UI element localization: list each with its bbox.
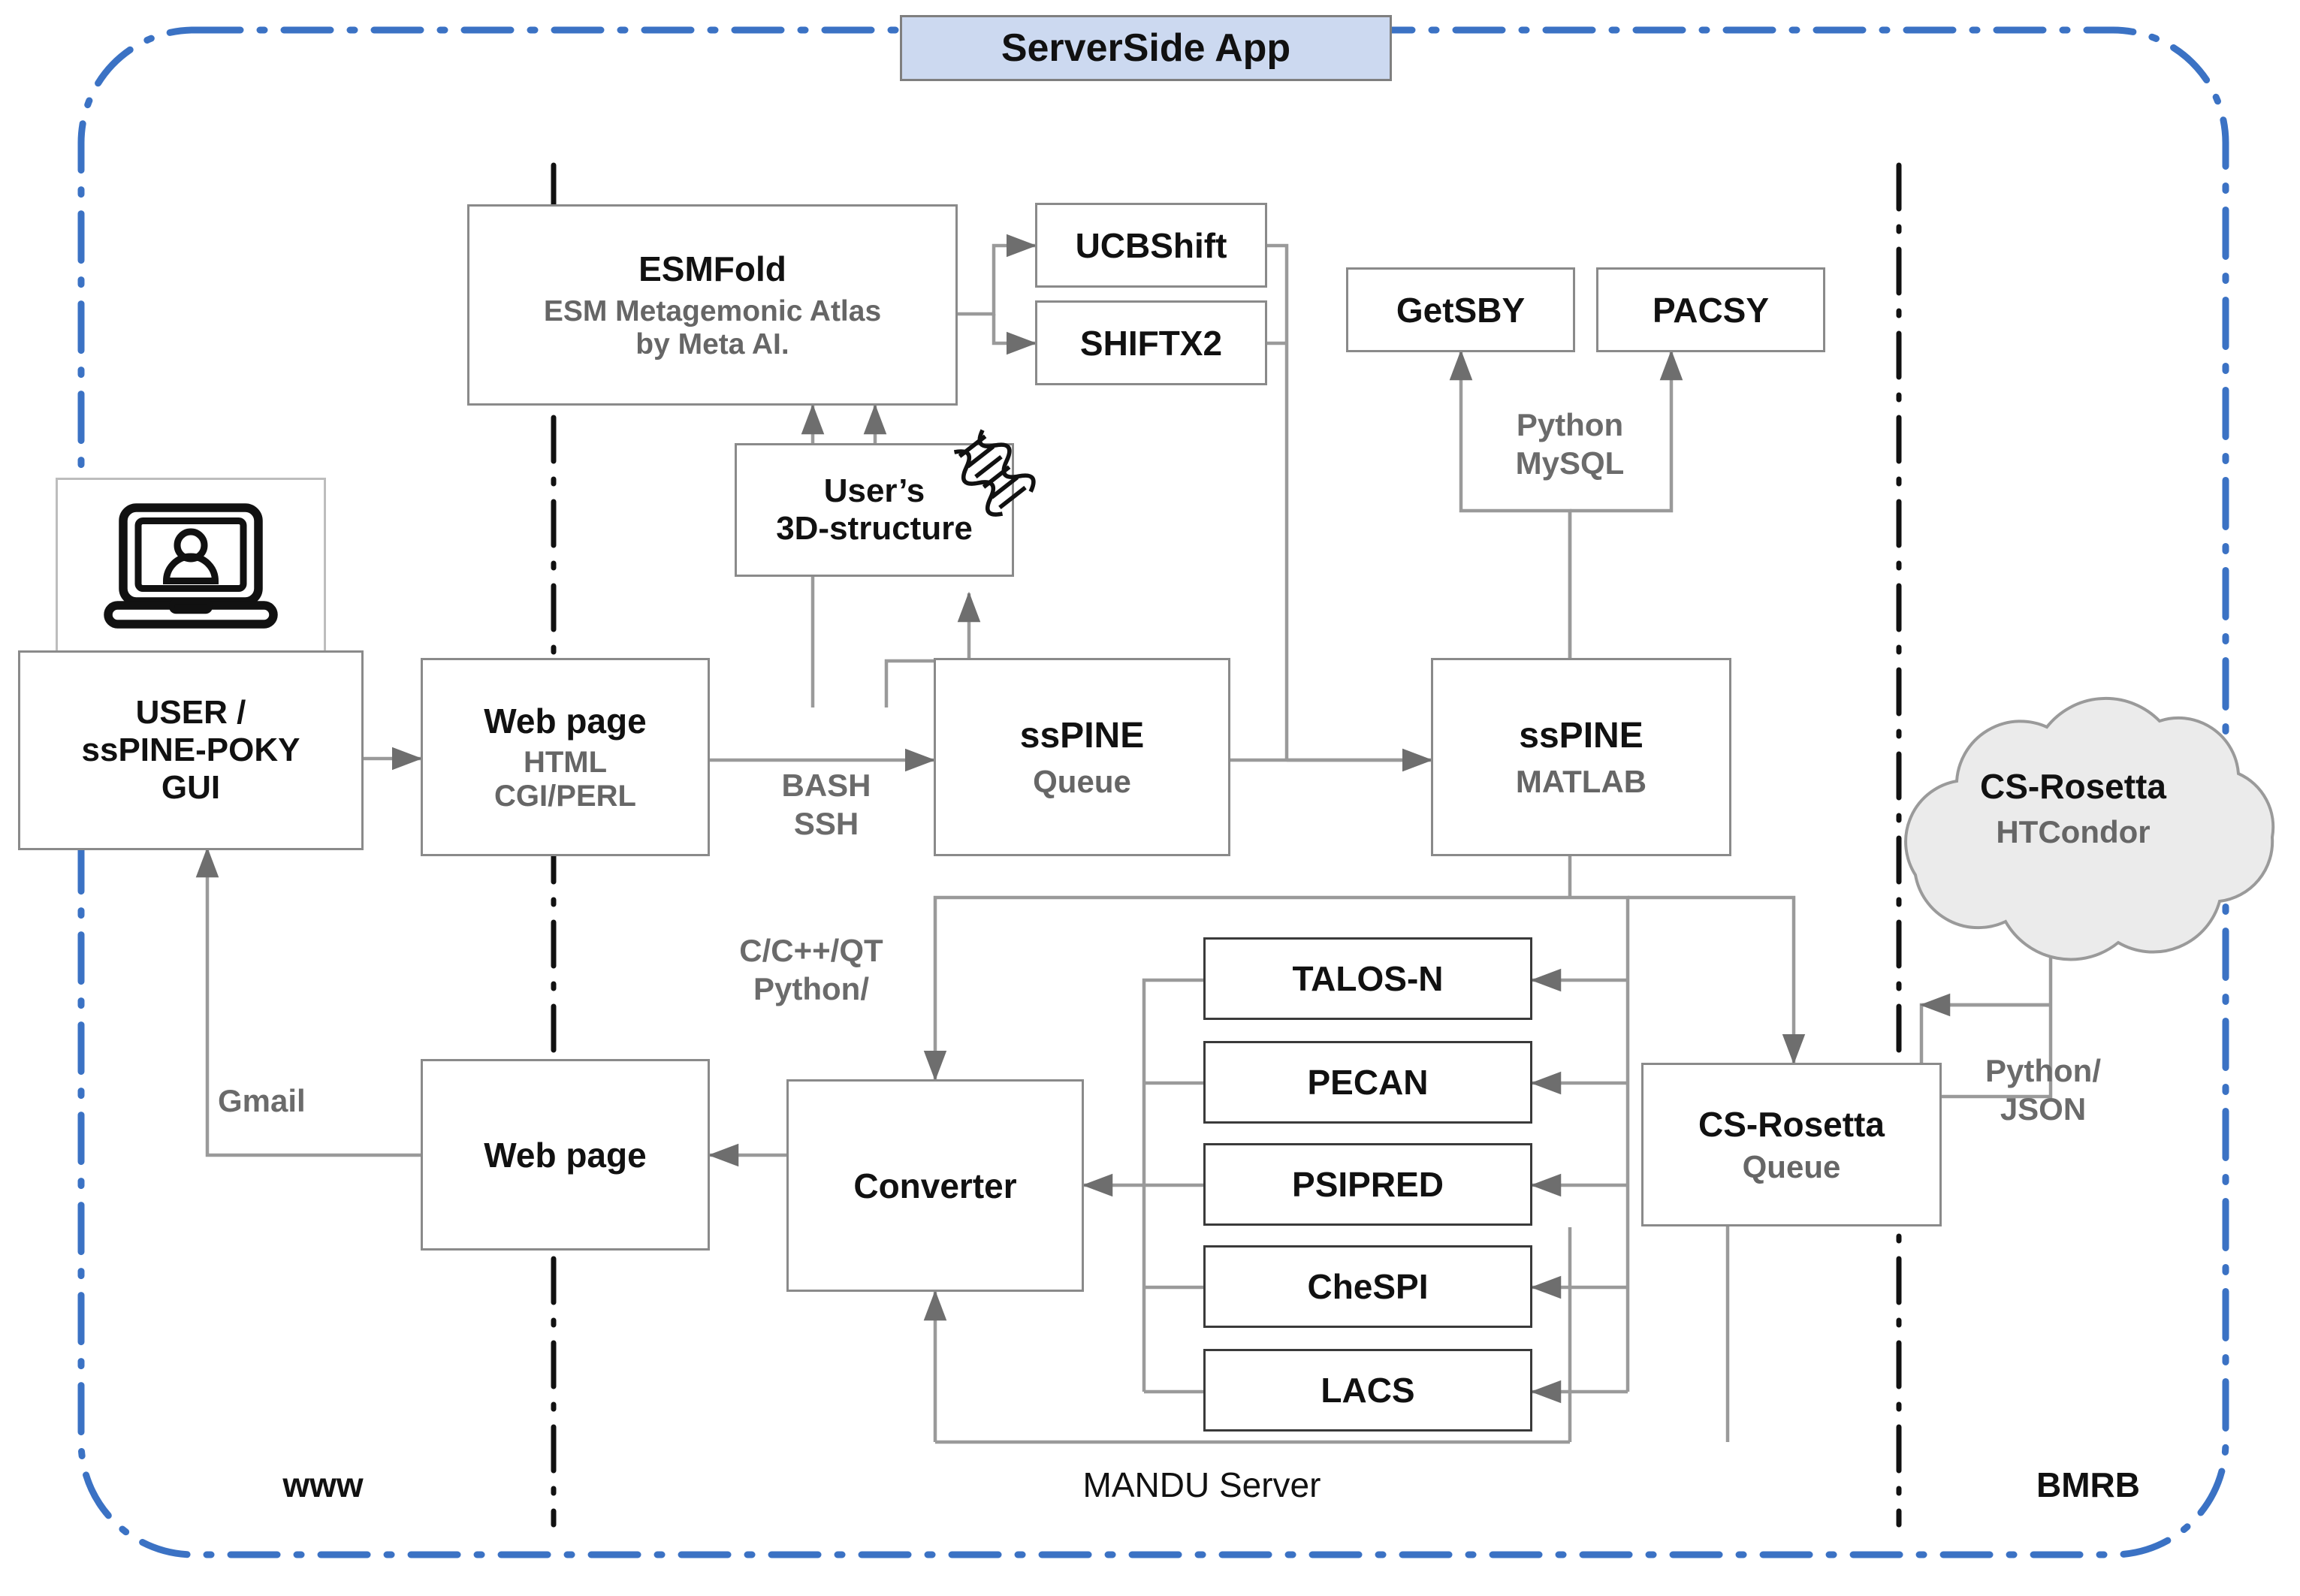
- cs-rosetta-queue-title: CS-Rosetta: [1698, 1105, 1885, 1144]
- c-qt-python-line1: C/C++/QT: [739, 933, 883, 968]
- zone-label-bmrb: BMRB: [2036, 1465, 2140, 1504]
- node-sspine-queue[interactable]: ssPINE Queue: [934, 658, 1230, 856]
- cs-rosetta-cloud-title: CS-Rosetta: [1980, 767, 2166, 806]
- edge-label-c-qt-python: C/C++/QT Python/: [714, 931, 909, 1008]
- converter-title: Converter: [853, 1166, 1017, 1205]
- laptop-user-icon: [104, 503, 278, 629]
- node-shiftx2[interactable]: SHIFTX2: [1035, 300, 1267, 385]
- esmfold-sub2: by Meta AI.: [635, 328, 789, 361]
- python-json-line1: Python/: [1985, 1053, 2101, 1088]
- node-esmfold[interactable]: ESMFold ESM Metagemonic Atlas by Meta AI…: [467, 204, 958, 406]
- zone-label-www: www: [282, 1465, 364, 1504]
- user-gui-line2: ssPINE-POKY: [81, 732, 300, 768]
- edge-label-python-mysql: Python MySQL: [1480, 406, 1660, 482]
- node-algorithm-4[interactable]: LACS: [1203, 1349, 1532, 1432]
- node-web-page-bottom[interactable]: Web page: [421, 1059, 710, 1251]
- user-structure-line2: 3D-structure: [776, 510, 973, 547]
- cs-rosetta-cloud-sub1: HTCondor: [1996, 814, 2151, 849]
- node-algorithm-0[interactable]: TALOS-N: [1203, 937, 1532, 1020]
- web-page-top-title: Web page: [484, 701, 647, 741]
- web-page-top-sub2: CGI/PERL: [494, 780, 636, 813]
- node-cs-rosetta-queue[interactable]: CS-Rosetta Queue: [1641, 1063, 1942, 1226]
- edge-label-python-json: Python/ JSON: [1953, 1051, 2133, 1128]
- pacsy-title: PACSY: [1652, 290, 1770, 330]
- getsby-title: GetSBY: [1396, 290, 1526, 330]
- protein-helix-icon: [953, 429, 1036, 517]
- edge-label-gmail: Gmail: [218, 1082, 368, 1120]
- serverside-app-header: ServerSide App: [900, 15, 1392, 81]
- node-algorithm-3[interactable]: CheSPI: [1203, 1245, 1532, 1328]
- node-algorithm-2[interactable]: PSIPRED: [1203, 1143, 1532, 1226]
- bash-ssh-line2: SSH: [793, 806, 859, 842]
- user-structure-title: User’s: [823, 472, 925, 509]
- gmail-line1: Gmail: [218, 1083, 306, 1118]
- node-web-page-top[interactable]: Web page HTML CGI/PERL: [421, 658, 710, 856]
- esmfold-title: ESMFold: [638, 249, 786, 288]
- node-ucbshift[interactable]: UCBShift: [1035, 203, 1267, 288]
- sspine-matlab-sub1: MATLAB: [1515, 763, 1647, 799]
- node-converter[interactable]: Converter: [786, 1079, 1084, 1292]
- sspine-matlab-title: ssPINE: [1519, 715, 1644, 756]
- cloud-shape: [1904, 696, 2275, 961]
- shiftx2-title: SHIFTX2: [1079, 323, 1223, 363]
- node-user-gui[interactable]: USER / ssPINE-POKY GUI: [18, 650, 364, 850]
- sspine-queue-title: ssPINE: [1019, 715, 1145, 756]
- bash-ssh-line1: BASH: [781, 768, 871, 803]
- node-algorithm-1[interactable]: PECAN: [1203, 1041, 1532, 1124]
- node-sspine-matlab[interactable]: ssPINE MATLAB: [1431, 658, 1731, 856]
- algorithm-label-0: TALOS-N: [1292, 959, 1444, 998]
- laptop-user-icon-box: [56, 478, 326, 658]
- edge-label-bash-ssh: BASH SSH: [744, 766, 909, 843]
- algorithm-label-2: PSIPRED: [1292, 1165, 1444, 1204]
- web-page-bottom-title: Web page: [484, 1135, 647, 1175]
- c-qt-python-line2: Python/: [753, 971, 869, 1007]
- zone-label-mandu-server: MANDU Server: [1082, 1465, 1321, 1504]
- ucbshift-title: UCBShift: [1075, 225, 1227, 265]
- serverside-app-label: ServerSide App: [1001, 26, 1291, 70]
- algorithm-label-4: LACS: [1321, 1371, 1415, 1410]
- cs-rosetta-queue-sub1: Queue: [1742, 1149, 1841, 1184]
- python-mysql-line1: Python: [1516, 407, 1624, 442]
- user-gui-line3: GUI: [161, 769, 221, 806]
- python-json-line2: JSON: [2000, 1091, 2087, 1127]
- sspine-queue-sub1: Queue: [1033, 763, 1131, 799]
- esmfold-sub1: ESM Metagemonic Atlas: [543, 295, 882, 327]
- node-getsby[interactable]: GetSBY: [1346, 267, 1575, 352]
- user-gui-title: USER /: [135, 694, 246, 731]
- node-cs-rosetta-cloud[interactable]: CS-Rosetta HTCondor: [1844, 661, 2300, 984]
- python-mysql-line2: MySQL: [1515, 445, 1625, 481]
- web-page-top-sub1: HTML: [523, 746, 608, 779]
- node-pacsy[interactable]: PACSY: [1596, 267, 1825, 352]
- algorithm-label-1: PECAN: [1307, 1063, 1429, 1102]
- algorithm-label-3: CheSPI: [1307, 1267, 1429, 1306]
